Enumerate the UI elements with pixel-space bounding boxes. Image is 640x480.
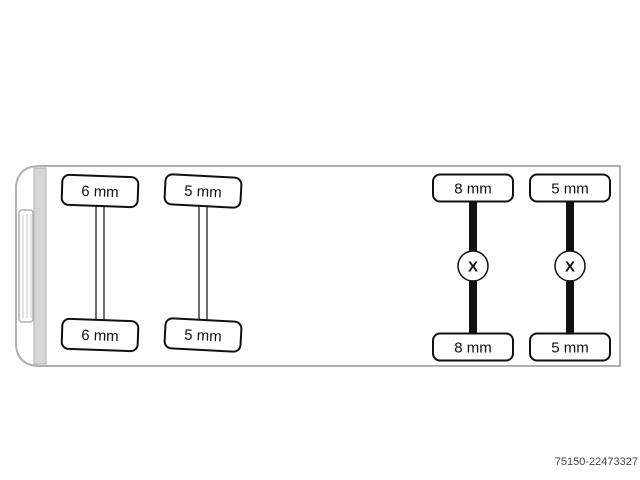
axle-2-top-tyre-label: 5 mm	[184, 183, 222, 202]
axle-4-top-tyre-shape	[529, 173, 611, 203]
axle-3-top-tyre-label: 8 mm	[454, 181, 492, 198]
axle-3-bottom-tyre-label: 8 mm	[454, 340, 492, 357]
axle-4-top-tyre: 5 mm	[529, 173, 611, 203]
axle-3-bottom-tyre-shape	[432, 332, 514, 362]
axle-3-lift-marker: X	[468, 259, 478, 276]
axle-2-bottom-tyre: 5 mm	[163, 317, 243, 353]
axle-1-top-tyre-shape	[60, 173, 140, 209]
axle-3-lift-circle	[457, 250, 489, 282]
axle-1-rod	[95, 202, 105, 324]
reference-code: 75150-22473327	[554, 456, 638, 468]
axle-2-bottom-tyre-shape	[163, 317, 243, 353]
vehicle-front-panel	[33, 167, 47, 365]
axle-1-top-tyre: 6 mm	[60, 173, 140, 209]
axle-3-top-tyre-shape	[432, 173, 514, 203]
axle-2-rod	[198, 202, 208, 324]
axles-layer: 6 mm 6 mm 5 mm 5 mm 8 mm 8 mm X 5 mm 5 mm X	[60, 173, 611, 362]
axle-4-bottom-tyre-label: 5 mm	[551, 340, 589, 357]
axle-2-top-tyre-shape	[163, 173, 243, 209]
axle-4-bottom-tyre-shape	[529, 332, 611, 362]
axle-2-bottom-tyre-label: 5 mm	[184, 327, 222, 346]
axle-3-top-tyre: 8 mm	[432, 173, 514, 203]
axle-4-lift-marker: X	[565, 259, 575, 276]
axle-1-bottom-tyre-label: 6 mm	[81, 327, 119, 345]
axle-4-bottom-tyre: 5 mm	[529, 332, 611, 362]
axle-2-top-tyre: 5 mm	[163, 173, 243, 209]
axle-1-bottom-tyre: 6 mm	[60, 317, 140, 353]
axle-1-bottom-tyre-shape	[60, 317, 140, 353]
axle-1-top-tyre-label: 6 mm	[81, 183, 119, 201]
axle-4-top-tyre-label: 5 mm	[551, 181, 589, 198]
axle-4-lift-circle	[554, 250, 586, 282]
axle-3-bottom-tyre: 8 mm	[432, 332, 514, 362]
